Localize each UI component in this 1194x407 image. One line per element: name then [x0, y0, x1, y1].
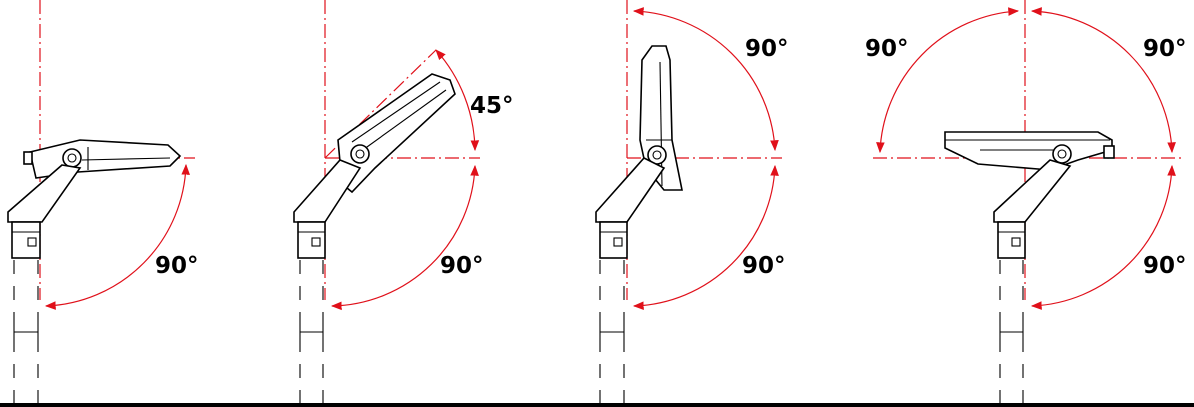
- light-fixture: [595, 45, 683, 259]
- angle-arc: [330, 164, 479, 311]
- angle-arc: [1030, 164, 1176, 310]
- angle-label-bottom: 90°: [742, 253, 786, 279]
- angle-label-bottom: 90°: [440, 253, 484, 279]
- view-horizontal: 90°: [7, 0, 199, 407]
- light-fixture: [7, 139, 182, 259]
- ground-line: [0, 403, 1194, 407]
- light-fixture: [293, 73, 456, 259]
- post-width-dimension: [999, 326, 1024, 338]
- angle-arc-top-right: [1030, 7, 1176, 154]
- angle-label-top-right: 90°: [1143, 36, 1187, 62]
- light-fixture: [944, 131, 1115, 259]
- angle-label-bottom: 90°: [155, 253, 199, 279]
- angle-label-top-left: 90°: [865, 36, 909, 62]
- angle-label-top: 90°: [745, 36, 789, 62]
- view-tilted-45: 45° 90°: [293, 0, 514, 407]
- angle-arc: [44, 163, 190, 310]
- post-width-dimension: [13, 326, 39, 338]
- angle-arc-top-left: [876, 7, 1020, 154]
- angle-label-bottom: 90°: [1143, 253, 1187, 279]
- view-reversed: 90° 90° 90°: [865, 0, 1187, 407]
- angle-label-45: 45°: [470, 93, 514, 119]
- view-vertical: 90° 90°: [595, 0, 789, 407]
- post-width-dimension: [299, 326, 324, 338]
- angle-arc: [632, 164, 779, 310]
- angle-arc-top: [632, 7, 779, 152]
- angle-arc-45: [435, 49, 480, 152]
- post-width-dimension: [599, 326, 625, 338]
